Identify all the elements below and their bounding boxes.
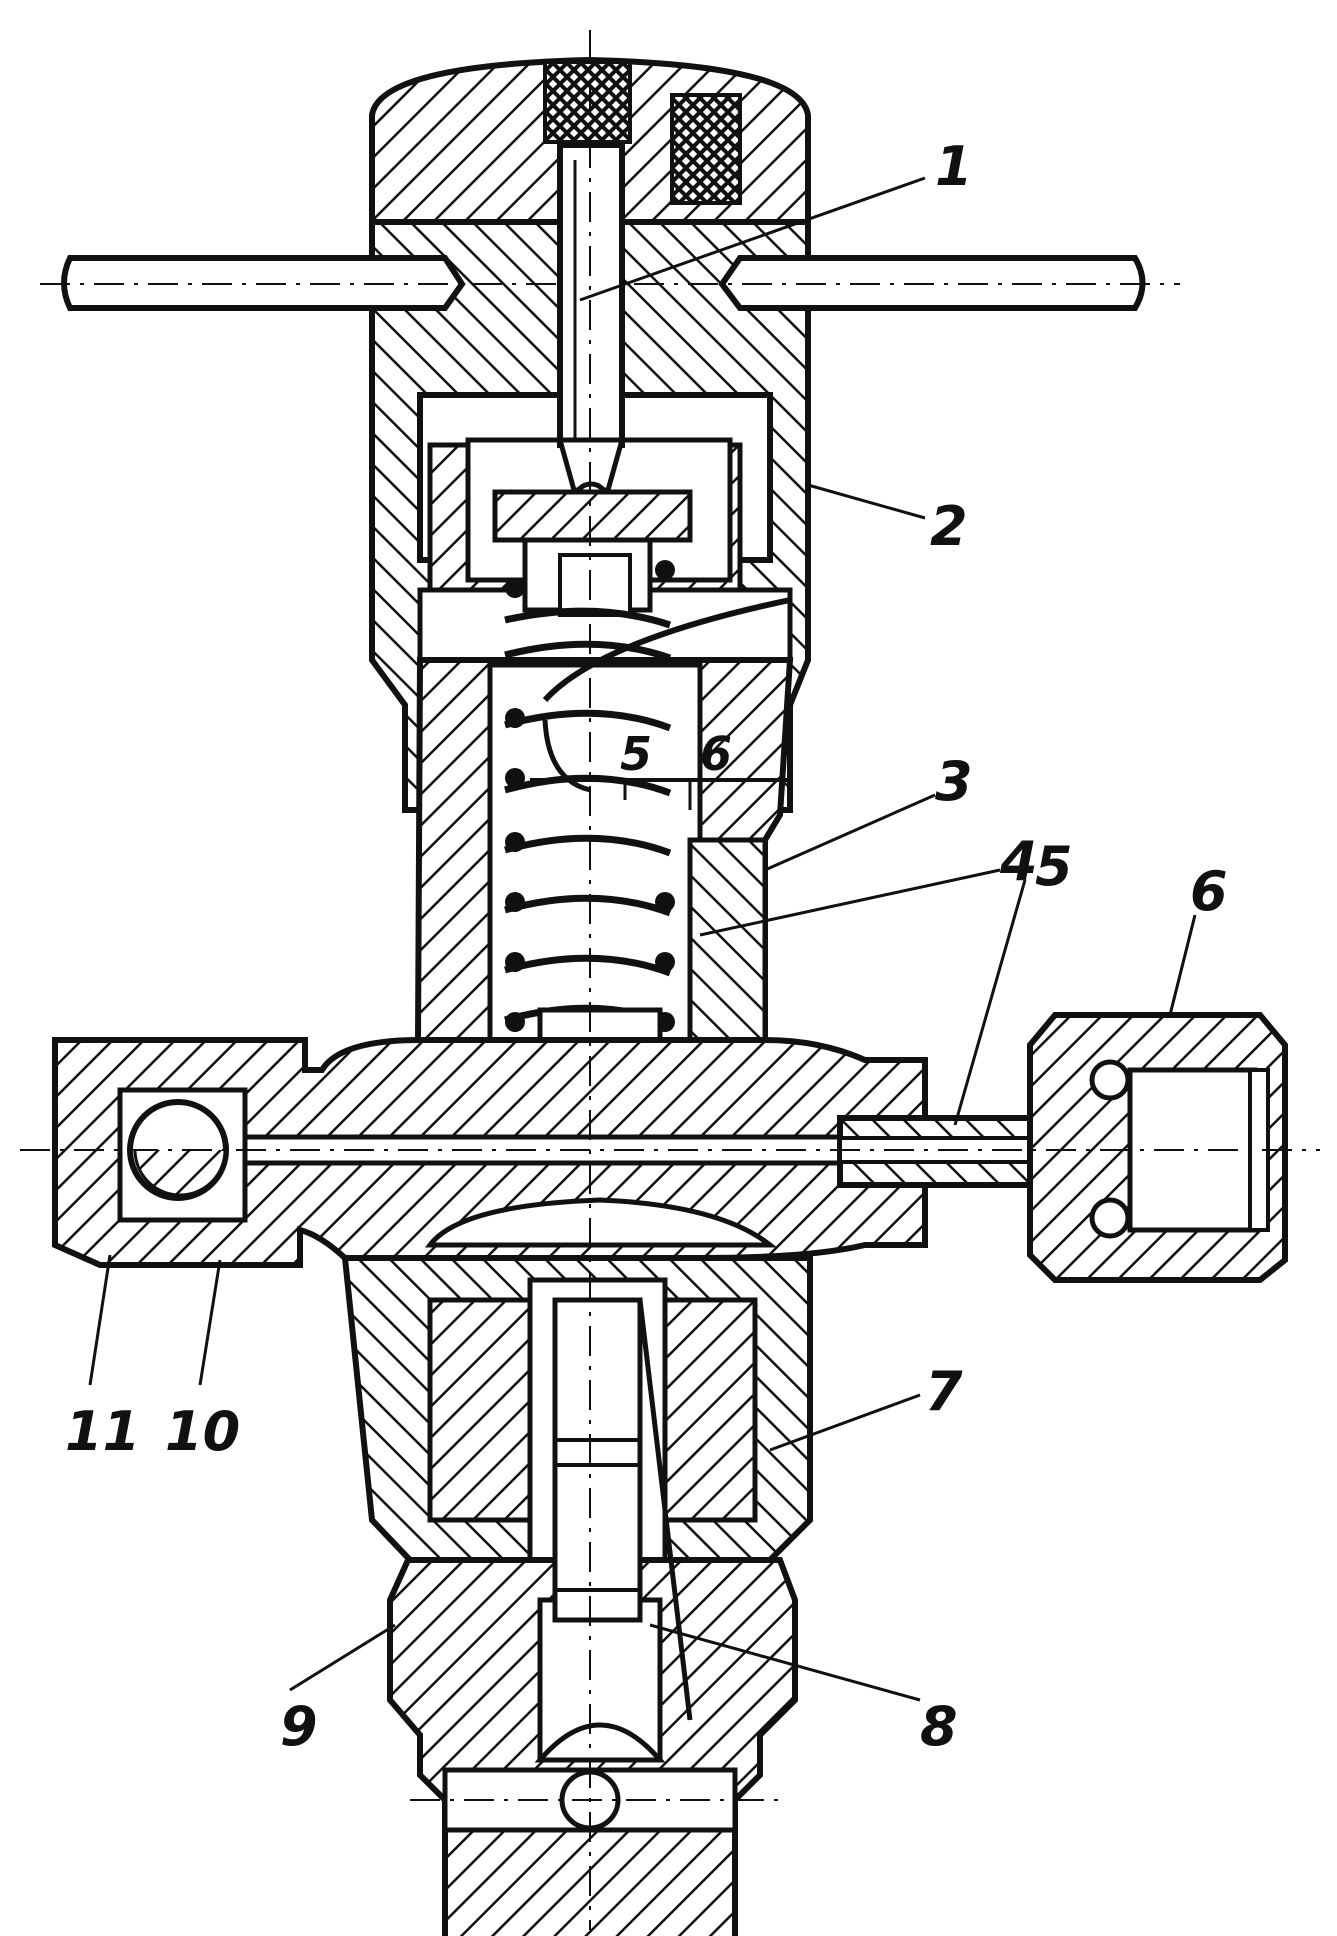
- spring-coil-ends: [505, 560, 675, 1032]
- inner-label-5: 5: [620, 727, 652, 781]
- callout-6: 6: [1190, 860, 1228, 923]
- t-handle-bar: [40, 255, 1180, 311]
- spring-plate: [492, 489, 693, 617]
- callout-2: 2: [930, 495, 968, 558]
- callout-11: 11: [65, 1400, 140, 1463]
- leader-lines: [88, 176, 1197, 1702]
- callout-8: 8: [920, 1695, 958, 1758]
- callout-4: 4: [999, 830, 1038, 893]
- callout-3: 3: [935, 750, 973, 813]
- callout-9: 9: [280, 1695, 318, 1758]
- inlet-fitting: [387, 1557, 798, 1936]
- callout-7: 7: [925, 1360, 963, 1423]
- callout-1: 1: [935, 135, 973, 198]
- callout-labels: 1 2 3 4 5 6 7 8 9 10 11 5 6: [65, 135, 1228, 1758]
- callout-5: 5: [1035, 835, 1073, 898]
- valve-stem: [552, 1297, 693, 1721]
- callout-10: 10: [165, 1400, 240, 1463]
- inner-label-6: 6: [700, 727, 732, 781]
- central-body: [52, 1037, 928, 1268]
- union-nut: [1027, 1012, 1288, 1283]
